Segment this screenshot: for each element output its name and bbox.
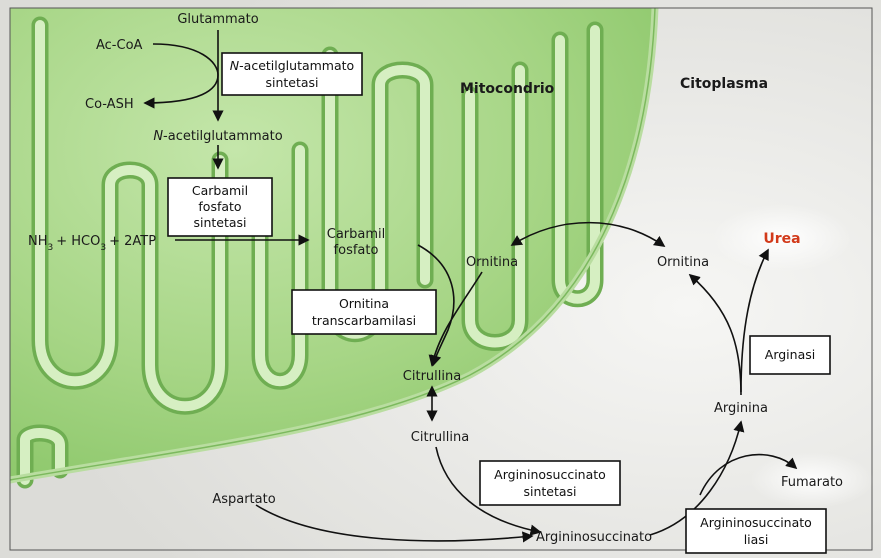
metabolite-citrulline-mitochondrial: Citrullina	[403, 369, 461, 384]
metabolite-aspartate: Aspartato	[212, 492, 275, 507]
metabolite-n-acetylglutamate: N-acetilglutammato	[153, 129, 282, 144]
svg-text:Argininosuccinato: Argininosuccinato	[700, 515, 812, 530]
svg-text:Ornitina: Ornitina	[339, 296, 389, 311]
enzyme-box-argininosuccinate-lyase: Argininosuccinato liasi	[686, 509, 826, 553]
svg-text:N-acetilglutammato: N-acetilglutammato	[230, 58, 354, 73]
metabolite-citrulline-cytoplasmic: Citrullina	[411, 430, 469, 445]
metabolite-acetyl-coa: Ac-CoA	[96, 38, 143, 53]
metabolite-carbamoyl-phosphate-line1: Carbamil	[327, 227, 386, 242]
metabolite-coa-sh: Co-ASH	[85, 97, 134, 112]
svg-text:Arginasi: Arginasi	[765, 347, 815, 362]
region-label-mitochondrion: Mitocondrio	[460, 81, 555, 97]
enzyme-box-argininosuccinate-synthetase: Argininosuccinato sintetasi	[480, 461, 620, 505]
svg-text:Carbamil: Carbamil	[192, 183, 248, 198]
metabolite-fumarate: Fumarato	[781, 475, 843, 490]
enzyme-box-n-acetylglutamate-synthase: N-acetilglutammato sintetasi	[222, 53, 362, 95]
enzyme-box-ornithine-transcarbamylase: Ornitina transcarbamilasi	[292, 290, 436, 334]
metabolite-carbamoyl-phosphate-line2: fosfato	[334, 243, 379, 258]
enzyme-box-carbamoyl-phosphate-synthetase: Carbamil fosfato sintetasi	[168, 178, 272, 236]
svg-text:Argininosuccinato: Argininosuccinato	[494, 467, 606, 482]
region-label-cytoplasm: Citoplasma	[680, 76, 768, 92]
metabolite-ornithine-mitochondrial: Ornitina	[466, 255, 518, 270]
svg-text:sintetasi: sintetasi	[265, 75, 318, 90]
metabolite-urea: Urea	[763, 231, 800, 247]
metabolite-argininosuccinate: Argininosuccinato	[536, 530, 652, 545]
metabolite-arginine: Arginina	[714, 401, 768, 416]
svg-text:transcarbamilasi: transcarbamilasi	[312, 313, 416, 328]
svg-text:sintetasi: sintetasi	[523, 484, 576, 499]
metabolite-glutamate: Glutammato	[177, 12, 258, 27]
enzyme-box-arginase: Arginasi	[750, 336, 830, 374]
svg-text:sintetasi: sintetasi	[193, 215, 246, 230]
svg-text:liasi: liasi	[744, 532, 769, 547]
metabolite-ornithine-cytoplasmic: Ornitina	[657, 255, 709, 270]
svg-text:fosfato: fosfato	[198, 199, 241, 214]
